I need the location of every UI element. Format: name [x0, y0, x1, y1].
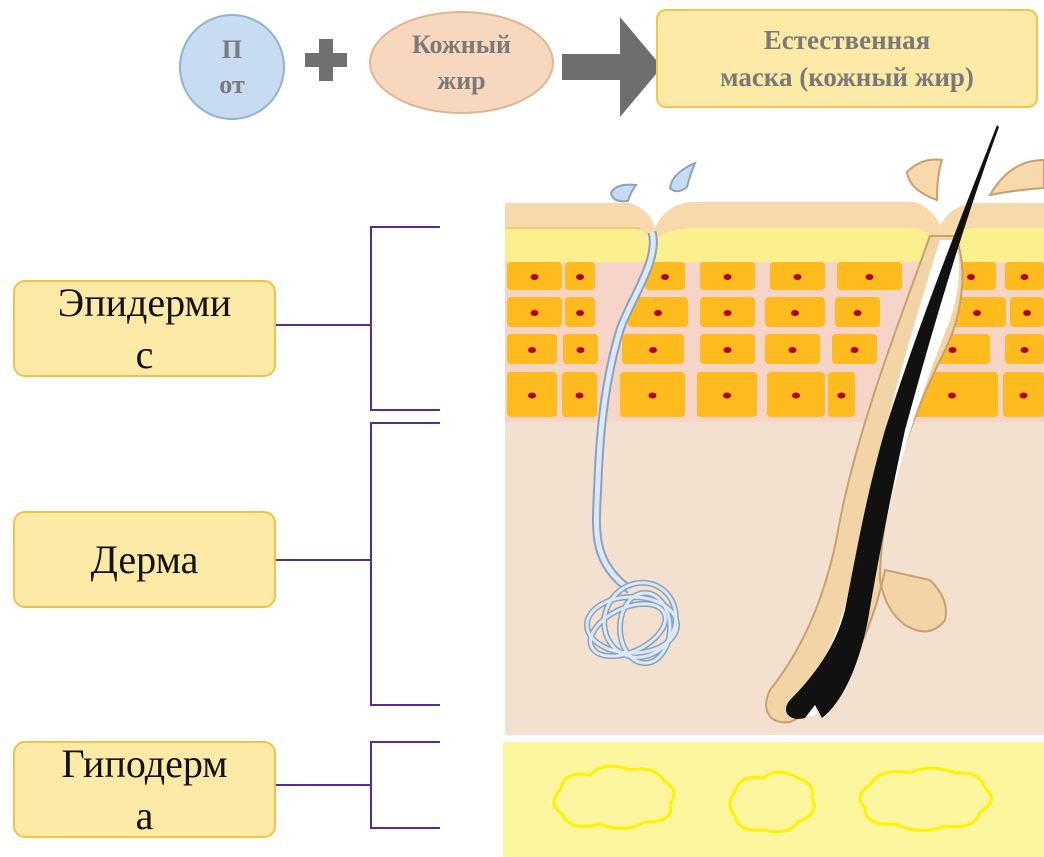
cell-nucleus — [724, 274, 732, 280]
hypodermis-layer — [503, 742, 1044, 857]
sweat-droplets — [611, 163, 695, 201]
cell-nucleus — [654, 310, 662, 316]
cell-nucleus — [967, 274, 975, 280]
epidermis-cells — [507, 262, 1044, 417]
cell-nucleus — [576, 393, 584, 399]
cell-nucleus — [528, 347, 536, 353]
cell-nucleus — [973, 310, 981, 316]
cell-nucleus — [1021, 274, 1029, 280]
cell-nucleus — [724, 310, 732, 316]
dermis-bracket — [276, 423, 440, 705]
cell-nucleus — [576, 274, 584, 280]
epidermis-bracket — [276, 227, 440, 410]
hypodermis-bracket — [276, 742, 440, 828]
cell-nucleus — [1020, 393, 1028, 399]
cell-nucleus — [531, 274, 539, 280]
cell-nucleus — [661, 274, 669, 280]
cell-nucleus — [792, 393, 800, 399]
cell-nucleus — [851, 347, 859, 353]
cell-nucleus — [649, 393, 657, 399]
skin-surface — [505, 202, 1044, 262]
cell-nucleus — [1021, 347, 1029, 353]
cell-nucleus — [528, 393, 536, 399]
cell-nucleus — [531, 310, 539, 316]
cell-nucleus — [794, 274, 802, 280]
cell-nucleus — [789, 347, 797, 353]
cell-nucleus — [866, 274, 874, 280]
cell-nucleus — [948, 393, 956, 399]
cell-nucleus — [854, 310, 862, 316]
cell-nucleus — [838, 393, 846, 399]
cell-nucleus — [649, 347, 657, 353]
cell-nucleus — [723, 393, 731, 399]
cell-nucleus — [949, 347, 957, 353]
cell-nucleus — [576, 310, 584, 316]
cell-nucleus — [791, 310, 799, 316]
cell-nucleus — [577, 347, 585, 353]
cell-nucleus — [1023, 310, 1031, 316]
cell-nucleus — [724, 347, 732, 353]
